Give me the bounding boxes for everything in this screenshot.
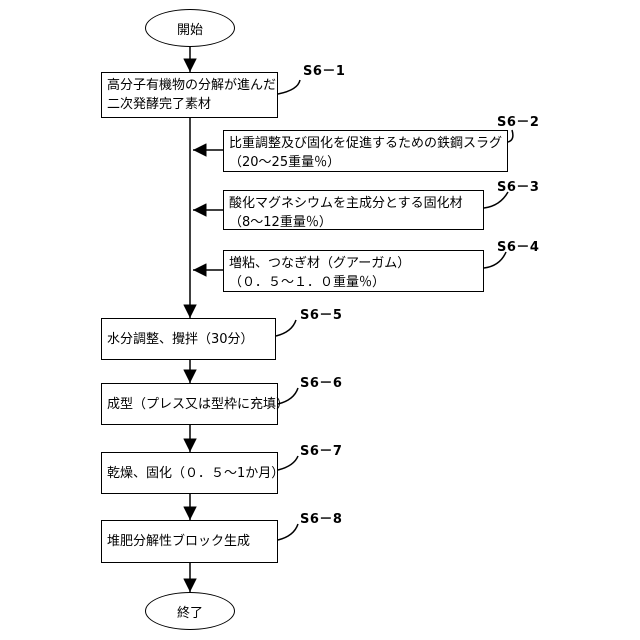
s2-step-label: S6－2 xyxy=(497,111,539,130)
start-terminal: 開始 xyxy=(145,9,235,47)
s8-step-label: S6－8 xyxy=(300,508,342,527)
s4-step-label: S6－4 xyxy=(497,236,539,255)
s1-line1: 高分子有機物の分解が進んだ xyxy=(107,76,277,95)
s7-step-label: S6－7 xyxy=(300,440,342,459)
s3-line1: 酸化マグネシウムを主成分とする固化材 xyxy=(229,194,483,213)
start-label: 開始 xyxy=(177,19,203,38)
end-label: 終了 xyxy=(177,602,203,621)
step-s7-box: 乾燥、固化（０．５～1か月） xyxy=(101,452,278,494)
step-s8-box: 堆肥分解性ブロック生成 xyxy=(101,520,278,563)
step-s3-box: 酸化マグネシウムを主成分とする固化材 （8～12重量％） xyxy=(223,190,484,230)
s5-line1: 水分調整、攪拌（30分） xyxy=(107,330,275,349)
step-s6-box: 成型（プレス又は型枠に充填） xyxy=(101,383,278,425)
leader-s2 xyxy=(508,130,513,142)
s7-line1: 乾燥、固化（０．５～1か月） xyxy=(107,464,277,483)
s3-line2: （8～12重量％） xyxy=(229,213,483,232)
s4-line2: （０．５～１．０重量％） xyxy=(229,273,483,292)
leader-s8 xyxy=(278,524,298,540)
s5-step-label: S6－5 xyxy=(300,304,342,323)
s2-line2: （20～25重量％） xyxy=(229,153,507,172)
end-terminal: 終了 xyxy=(145,592,235,630)
leader-s1 xyxy=(278,80,300,94)
step-s2-box: 比重調整及び固化を促進するための鉄鋼スラグ （20～25重量％） xyxy=(223,130,508,172)
step-s5-box: 水分調整、攪拌（30分） xyxy=(101,318,276,360)
s3-step-label: S6－3 xyxy=(497,176,539,195)
leader-s5 xyxy=(276,320,296,336)
step-s1-box: 高分子有機物の分解が進んだ 二次発酵完了素材 xyxy=(101,72,278,118)
s1-line2: 二次発酵完了素材 xyxy=(107,95,277,114)
s8-line1: 堆肥分解性ブロック生成 xyxy=(107,532,277,551)
s6-step-label: S6－6 xyxy=(300,372,342,391)
s4-line1: 増粘、つなぎ材（グアーガム） xyxy=(229,254,483,273)
step-s4-box: 増粘、つなぎ材（グアーガム） （０．５～１．０重量％） xyxy=(223,250,484,292)
s1-step-label: S6－1 xyxy=(303,60,345,79)
s6-line1: 成型（プレス又は型枠に充填） xyxy=(107,395,277,414)
s2-line1: 比重調整及び固化を促進するための鉄鋼スラグ xyxy=(229,134,507,153)
